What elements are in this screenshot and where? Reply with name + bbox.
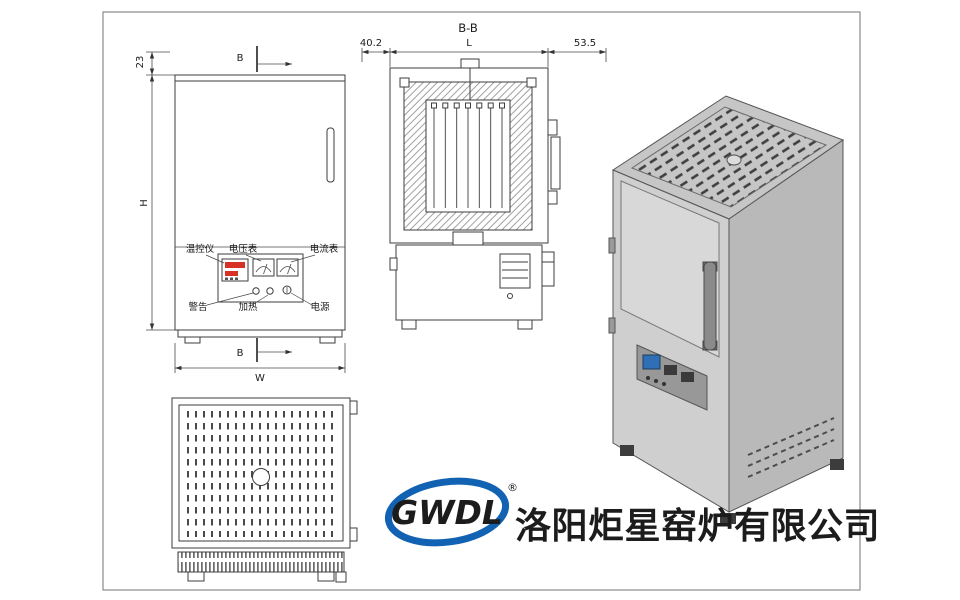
door-hinge-lower xyxy=(547,190,558,205)
ammeter-scale xyxy=(279,266,296,273)
iso-display-screen xyxy=(642,354,661,370)
temp-key-1 xyxy=(225,277,228,280)
dim-left-label: 40.2 xyxy=(360,38,382,49)
door-hinge-upper xyxy=(547,119,558,136)
iso-meter-window-1 xyxy=(664,365,677,375)
leader-ammeter xyxy=(290,254,316,263)
heating-elements xyxy=(431,102,505,208)
top-hinge-tab-upper xyxy=(349,400,358,415)
dim-right-label: 53.5 xyxy=(574,38,596,49)
iso-side-vents xyxy=(747,417,835,478)
front-door-handle xyxy=(326,127,335,183)
anchor-left xyxy=(399,77,410,88)
section-dimensions: 40.2 L 53.5 xyxy=(360,38,607,67)
label-temp-controller: 温控仪 xyxy=(186,243,215,255)
top-inner-frame xyxy=(178,404,344,542)
terminal-dot xyxy=(507,293,513,299)
front-dimensions: H 23 W B B xyxy=(135,46,346,384)
heating-lamp xyxy=(266,287,274,295)
section-marker-top-label: B xyxy=(237,53,244,64)
drawing-border-frame xyxy=(102,11,861,591)
top-view xyxy=(171,397,358,583)
section-top-port xyxy=(460,58,480,69)
left-bracket xyxy=(389,257,398,271)
front-base xyxy=(177,329,343,338)
iso-foot-center xyxy=(720,513,736,524)
dim-length-label: L xyxy=(466,38,472,49)
iso-hinge-upper xyxy=(608,237,616,254)
top-handle-plan xyxy=(335,571,347,583)
label-voltmeter: 电压表 xyxy=(229,243,258,255)
iso-door xyxy=(620,180,720,358)
control-transformer xyxy=(499,253,531,289)
iso-panel-button-1 xyxy=(646,376,650,380)
top-center-hole xyxy=(252,468,270,486)
section-foot-right xyxy=(517,319,533,330)
front-control-panel xyxy=(217,253,304,303)
iso-side-face xyxy=(728,139,844,513)
leader-power xyxy=(290,292,313,306)
iso-door-handle xyxy=(703,261,717,351)
leader-voltmeter xyxy=(245,254,262,262)
iso-panel-button-3 xyxy=(662,382,666,386)
temp-display-lower xyxy=(225,271,238,276)
front-foot-right xyxy=(319,336,336,344)
temp-key-2 xyxy=(230,277,233,280)
temp-key-3 xyxy=(235,277,238,280)
section-door-handle xyxy=(550,136,561,190)
registered-mark-icon: ® xyxy=(507,481,518,494)
iso-panel-button-2 xyxy=(654,379,658,383)
iso-hinge-lower xyxy=(608,317,616,334)
iso-foot-right xyxy=(830,459,844,470)
section-view: B-B 40.2 L 53.5 xyxy=(360,21,607,330)
top-foot-right xyxy=(317,571,335,582)
section-foot-left xyxy=(401,319,417,330)
front-view: 温控仪 电压表 电流表 警告 加热 电源 H 23 W B xyxy=(135,46,346,384)
label-power: 电源 xyxy=(310,301,330,313)
section-title: B-B xyxy=(458,21,478,35)
iso-meter-window-2 xyxy=(681,372,694,382)
insulation-hatch xyxy=(404,82,532,230)
element-terminal-block xyxy=(452,231,484,247)
ammeter xyxy=(276,258,299,277)
ammeter-needle xyxy=(287,263,292,275)
label-alarm: 警告 xyxy=(188,301,207,313)
label-ammeter: 电流表 xyxy=(310,243,339,255)
voltmeter-scale xyxy=(255,266,272,273)
anchor-right xyxy=(526,77,537,88)
alarm-lamp xyxy=(252,287,260,295)
voltmeter xyxy=(252,258,275,277)
iso-foot-left xyxy=(620,445,634,456)
section-marker-bottom-label: B xyxy=(237,348,244,359)
logo-ellipse xyxy=(384,477,510,547)
leader-temp-controller xyxy=(205,254,225,264)
dim-width-label: W xyxy=(255,373,265,384)
dim-height-label: H xyxy=(139,199,150,207)
leader-heating xyxy=(251,294,269,306)
leader-alarm xyxy=(206,292,254,306)
voltmeter-needle xyxy=(263,263,268,275)
front-foot-left xyxy=(184,336,201,344)
top-front-louver xyxy=(177,551,345,573)
logo-text: GWDL xyxy=(391,493,503,532)
temp-display-upper xyxy=(225,262,245,268)
iso-view xyxy=(608,95,845,524)
right-terminal-box xyxy=(541,251,555,287)
top-hinge-tab-lower xyxy=(349,527,358,542)
iso-top-hole xyxy=(726,154,742,166)
insulation-outline xyxy=(403,81,533,231)
logo: GWDL ® xyxy=(384,477,518,547)
top-foot-left xyxy=(187,571,205,582)
company-name: 洛阳炬星窑炉有限公司 xyxy=(515,505,880,547)
dim-top-offset-label: 23 xyxy=(135,56,146,69)
